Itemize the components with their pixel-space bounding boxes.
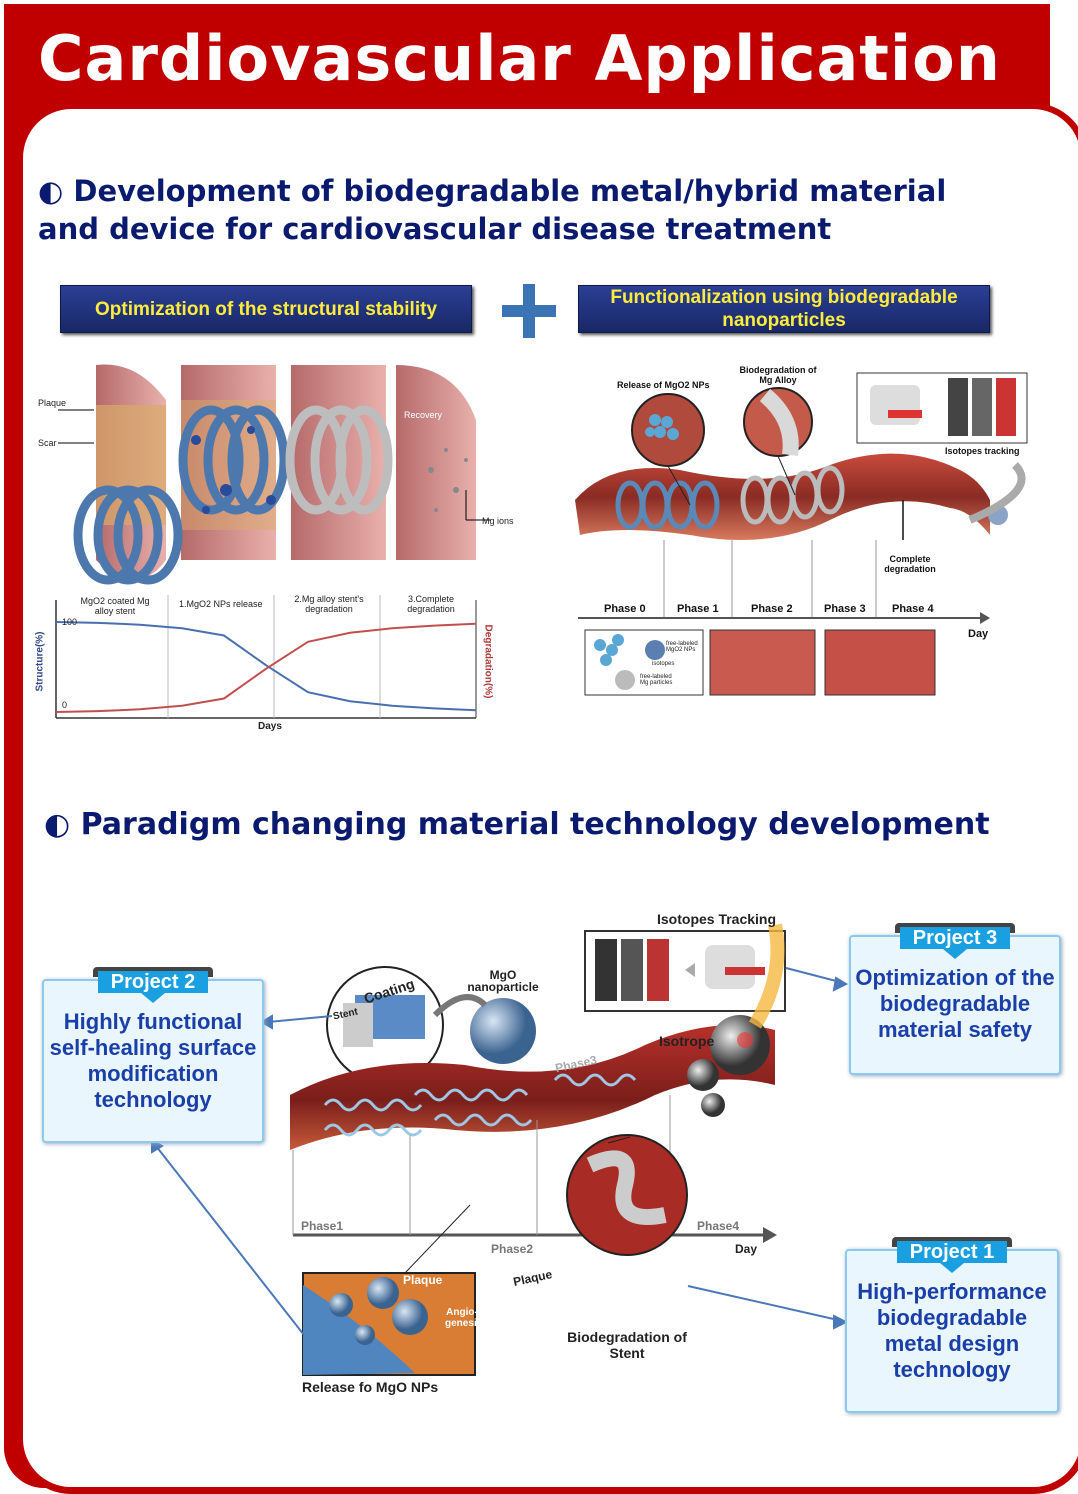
biodegradation-stent-label: Biodegradation of Stent [567, 1329, 687, 1361]
stent-degradation-illustration [55, 364, 491, 719]
isotrope-label: Isotrope [659, 1033, 715, 1049]
project1-text: High-performance biodegradable metal des… [857, 1279, 1047, 1382]
release-mgo-label: Release fo MgO NPs [302, 1379, 439, 1395]
ytick-100: 100 [62, 617, 78, 627]
series-line-0 [55, 621, 477, 712]
project1-tab-label: Project 1 [897, 1241, 1007, 1263]
phase1-bottom-label: Phase1 [301, 1219, 344, 1233]
banner-left-label: Optimization of the structural stability [94, 298, 438, 320]
mgo-nanoparticle-label: MgO nanoparticle [467, 968, 539, 994]
banner-right-label: Functionalization using biodegradable na… [610, 287, 958, 331]
phase2-bottom-label: Phase2 [491, 1242, 534, 1256]
project2-tab-label: Project 2 [98, 971, 208, 993]
phase3-label: Phase 3 [824, 603, 866, 615]
phase4-label: Phase 4 [892, 603, 934, 615]
free-mg-label: free-labeled Mg particles [640, 674, 673, 686]
col1-label: MgO2 coated Mg alloy stent [80, 596, 150, 616]
col2-label: 1.MgO2 NPs release [179, 599, 263, 609]
project3-box: Project 3 Optimization of the biodegrada… [849, 923, 1061, 1075]
nanoparticle-phase-figure: Release of MgO2 NPs Biodegradation of Mg… [570, 360, 1040, 700]
biodeg-mg-label: Biodegradation of Mg Alloy [739, 365, 817, 385]
chart-plot-area [55, 621, 477, 713]
recovery-label: Recovery [404, 410, 443, 420]
day-bottom-label: Day [735, 1242, 758, 1256]
complete-degradation-label: Complete degradation [884, 554, 936, 574]
vessel-phase-illustration [575, 372, 1028, 696]
inset-plaque-label: Plaque [403, 1273, 443, 1287]
angiogenesis-label: Angio-genesis [445, 1307, 483, 1329]
banner-functionalization: Functionalization using biodegradable na… [578, 285, 990, 333]
isotopes-tracking-label: Isotopes tracking [945, 446, 1020, 456]
section1-heading: ◐ Development of biodegradable metal/hyb… [38, 174, 947, 246]
project3-text: Optimization of the biodegradable materi… [855, 965, 1055, 1042]
phase2-label: Phase 2 [751, 603, 793, 615]
col4-label: 3.Complete degradation [407, 594, 455, 614]
page-title: Cardiovascular Application [38, 22, 1001, 95]
stent-degradation-figure: Plaque Scar Recovery Mg ions MgO2 coated… [35, 360, 514, 732]
banner-structural-stability: Optimization of the structural stability [60, 285, 472, 333]
col3-label: 2.Mg alloy stent's degradation [294, 594, 364, 614]
section2-heading: ◐ Paradigm changing material technology … [44, 807, 990, 842]
release-mgo2-label: Release of MgO2 NPs [617, 380, 710, 390]
project1-tab: Project 1 [892, 1237, 1012, 1273]
project2-box: Project 2 Highly functional self-healing… [42, 967, 264, 1143]
scar-label: Scar [38, 438, 57, 448]
free-mgo-label: free-labeled MgO2 NPs [666, 641, 698, 653]
project2-tab: Project 2 [93, 967, 213, 1003]
day-label: Day [968, 628, 989, 640]
plaque-label: Plaque [38, 398, 67, 408]
ytick-0: 0 [62, 700, 68, 710]
project2-text: Highly functional self-healing surface m… [49, 1009, 257, 1112]
chart-xlabel: Days [258, 721, 282, 732]
phase1-label: Phase 1 [677, 603, 719, 615]
phase0-label: Phase 0 [604, 603, 646, 615]
isotopes-label: isotopes [652, 661, 675, 667]
project3-tab-label: Project 3 [900, 927, 1010, 949]
paradigm-figure: Isotopes Tracking MgO nanoparticle Stent… [285, 905, 825, 1400]
phase4-bottom-label: Phase4 [697, 1219, 740, 1233]
project1-box: Project 1 High-performance biodegradable… [845, 1237, 1059, 1413]
plus-icon [502, 284, 556, 338]
paradigm-illustration [290, 923, 786, 1376]
mg-ions-label: Mg ions [482, 516, 514, 526]
series-line-1 [55, 622, 477, 713]
isotopes-tracking-title: Isotopes Tracking [657, 911, 777, 927]
project3-tab: Project 3 [895, 923, 1015, 959]
